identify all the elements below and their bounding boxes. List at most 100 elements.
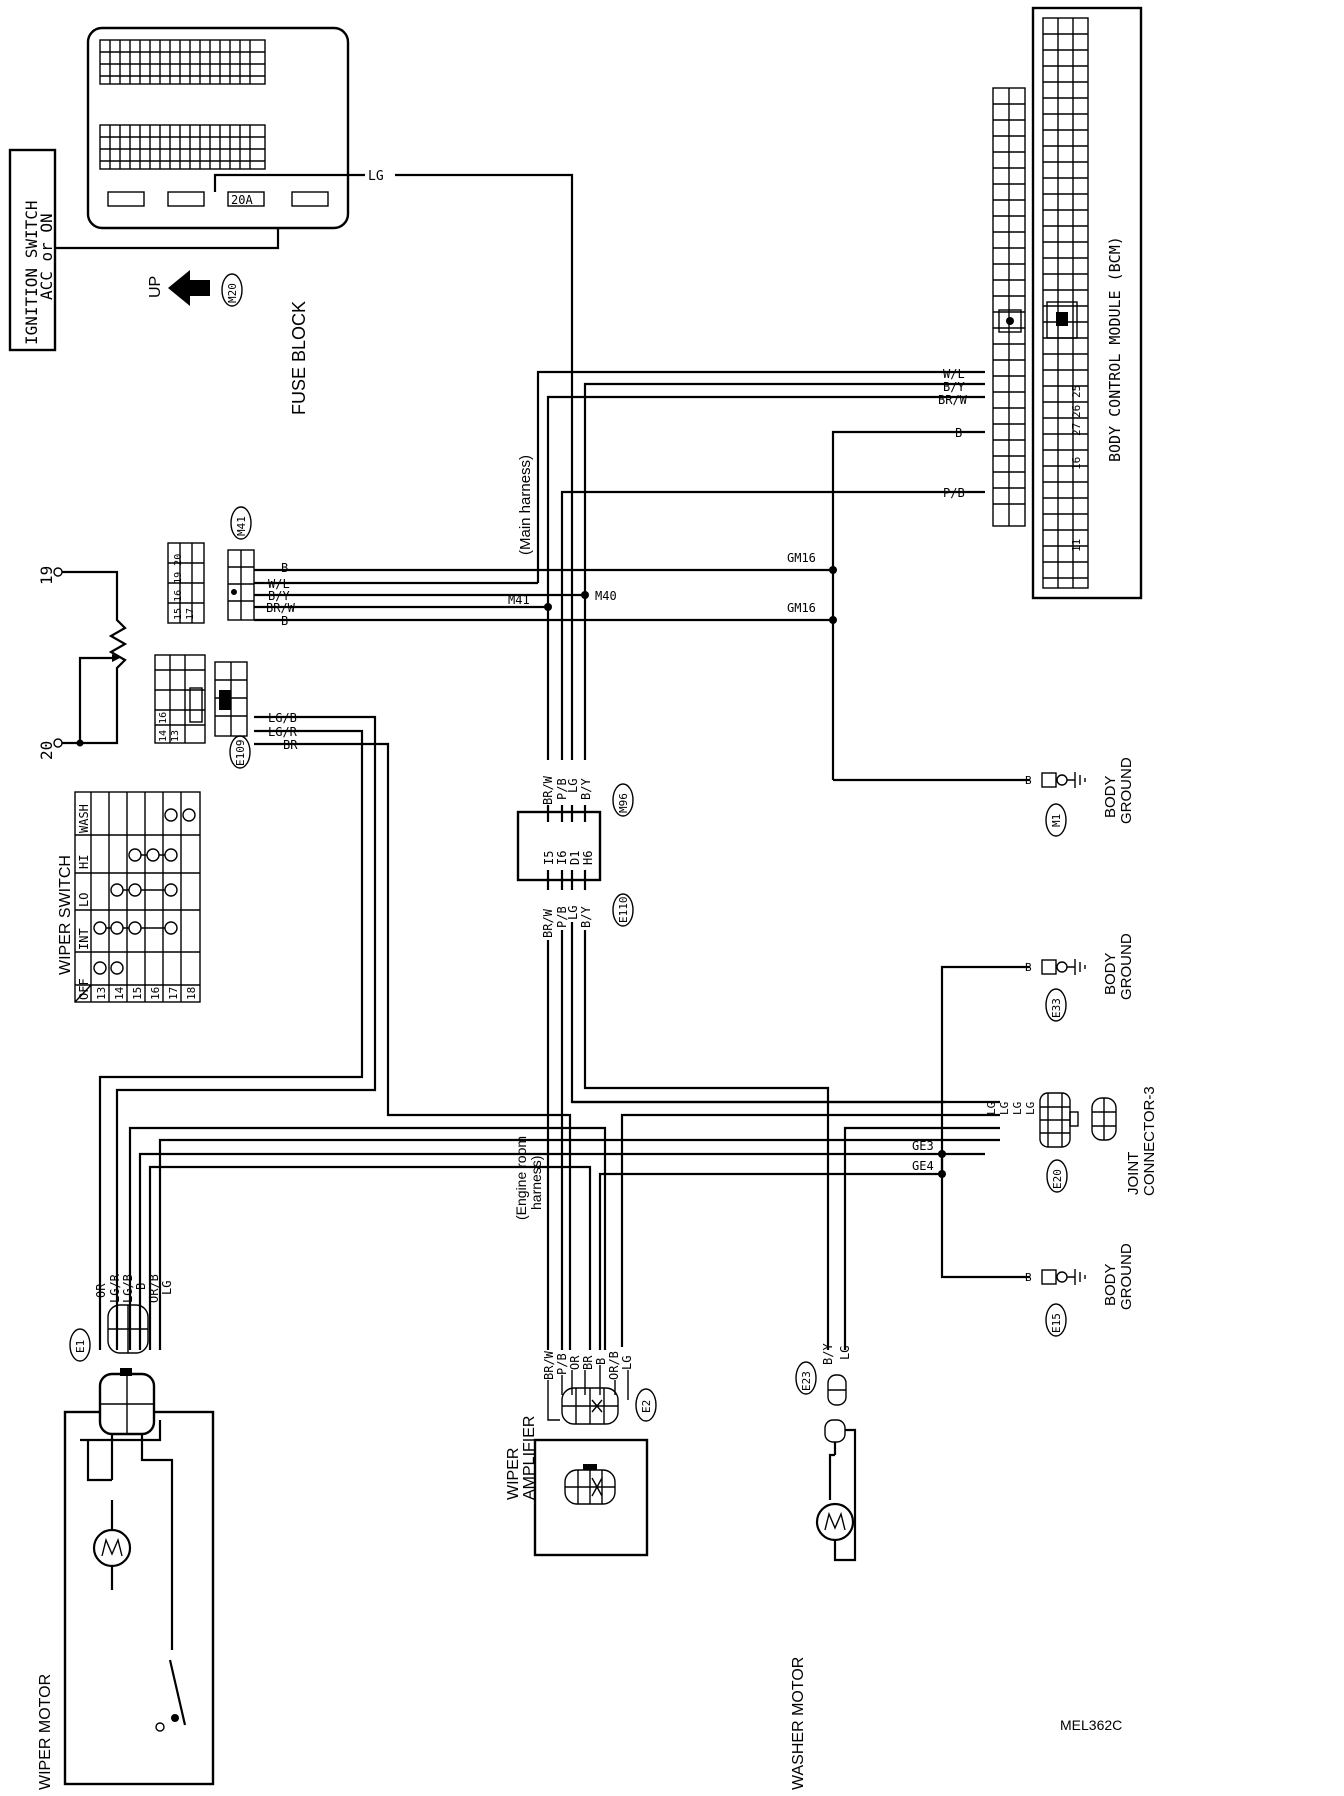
switch-connector-m41-side (167, 542, 255, 624)
fuse-block-label: FUSE BLOCK (289, 301, 309, 415)
wiper-motor (63, 1368, 215, 1786)
jc-lg-3: LG (1011, 1102, 1024, 1115)
pin-h6: H6 (581, 851, 595, 865)
e110-by: B/Y (579, 906, 593, 928)
wire-lg-top-label: LG (368, 169, 384, 184)
e23-label: E23 (800, 1371, 813, 1391)
gm16-label-1: GM16 (787, 551, 816, 565)
e109-label: E109 (234, 740, 247, 767)
ground-m1-label-2: GROUND (1118, 757, 1135, 824)
ground-e33-label-1: BODY (1102, 952, 1119, 995)
switch-by-label: B/Y (268, 589, 290, 603)
switch-br-label: BR (283, 738, 298, 752)
bcm-wl-label: W/L (943, 367, 965, 381)
e33-connector-tag (1045, 988, 1067, 1022)
jc-lg-4: LG (1024, 1102, 1037, 1115)
wiper-motor-label: WIPER MOTOR (37, 1674, 54, 1790)
bcm-pb-label: P/B (943, 486, 965, 500)
pin-i6: I6 (555, 851, 569, 865)
m41-node-label: M41 (508, 593, 530, 607)
wire-ground-e15 (940, 1174, 1030, 1279)
body-control-module (992, 6, 1143, 600)
wire-b-amp (598, 1172, 942, 1350)
e2-pb: P/B (555, 1353, 569, 1375)
ws-row-16: 16 (149, 987, 162, 1000)
fuse-20a-label: 20A (231, 193, 253, 207)
m40-splice (581, 591, 589, 599)
wire-by-engine (583, 930, 830, 1350)
e110-pb: P/B (555, 906, 569, 928)
e2-connector-tag (635, 1388, 657, 1422)
e1-lgr: LG/R (108, 1273, 122, 1303)
wire-ground-e33 (940, 965, 1030, 1174)
e109-switch-pin-13: 13 (170, 730, 181, 742)
m40-node-label: M40 (595, 589, 617, 603)
ws-row-13: 13 (95, 987, 108, 1000)
wire-orb (148, 1165, 592, 1350)
bcm-by-label: B/Y (943, 380, 965, 394)
jc-lg-2: LG (998, 1102, 1011, 1115)
ws-col-hi: HI (77, 855, 91, 869)
joint-connector-e20 (1039, 1092, 1117, 1148)
e23-by: B/Y (821, 1343, 835, 1365)
wire-or (128, 1126, 607, 1350)
washer-motor-icon (815, 1502, 855, 1542)
e110-label: E110 (617, 897, 630, 924)
svg-text:B: B (1025, 774, 1032, 787)
ws-row-15: 15 (131, 987, 144, 1000)
engine-room-label-2: harness) (528, 1156, 544, 1210)
ground-e15 (1041, 1269, 1086, 1285)
svg-text:B: B (1025, 1271, 1032, 1284)
m41-label: M41 (235, 516, 248, 536)
engine-room-label-1: (Engine room (513, 1136, 529, 1220)
switch-lgb-label: LG/B (268, 711, 297, 725)
gm16-splice-2 (829, 616, 837, 624)
e109-connector-tag (229, 735, 251, 769)
wiper-motor-connector-e1 (107, 1304, 149, 1354)
wiper-amplifier-connector-e2 (561, 1387, 619, 1425)
e15-label: E15 (1050, 1313, 1063, 1333)
jc-lg-1: LG (985, 1102, 998, 1115)
e110-lg: LG (566, 906, 580, 920)
wiper-amplifier-label-2: AMPLIFIER (521, 1416, 538, 1500)
wire-wl (536, 370, 985, 583)
ignition-switch-sublabel: ACC or ON (37, 213, 56, 300)
wire-lg-trunk (395, 173, 574, 760)
terminal-20-label: 20 (37, 741, 56, 760)
e33-label: E33 (1050, 998, 1063, 1018)
ws-row-14: 14 (113, 986, 126, 1000)
e2-lg: LG (620, 1356, 634, 1370)
e2-brw: BR/W (542, 1350, 556, 1380)
switch-b-label: B (281, 561, 288, 575)
m41-switch-pin-17: 17 (185, 608, 196, 620)
ge3-label: GE3 (912, 1139, 934, 1153)
switch-wl-label: W/L (268, 577, 290, 591)
washer-motor-connector-e23 (827, 1374, 847, 1406)
e2-b: B (594, 1358, 608, 1365)
pin-d1: D1 (568, 851, 582, 865)
ws-row-17: 17 (167, 987, 180, 1000)
gm16-label-2: GM16 (787, 601, 816, 615)
washer-motor (815, 1419, 857, 1562)
wire-pb (560, 490, 985, 760)
m20-connector-tag (221, 273, 243, 307)
switch-connector-e109-side (154, 654, 248, 744)
pin-i5: I5 (542, 851, 556, 865)
m1-label: M1 (1050, 814, 1063, 827)
wiper-amplifier-label-1: WIPER (505, 1448, 522, 1500)
ge4-label: GE4 (912, 1159, 934, 1173)
m96-connector-tag (612, 783, 634, 817)
e110-brw: BR/W (541, 908, 555, 938)
svg-text:B: B (1025, 961, 1032, 974)
m1-connector-tag (1045, 803, 1067, 837)
e1-connector-tag (69, 1328, 91, 1362)
wiper-switch-table (74, 791, 201, 1003)
washer-motor-label: WASHER MOTOR (790, 1657, 807, 1790)
e2-br: BR (581, 1355, 595, 1370)
wire-by (583, 382, 985, 760)
joint-connector-label-1: JOINT (1125, 1152, 1142, 1195)
switch-brw-label: BR/W (266, 601, 296, 615)
e1-label: E1 (74, 1340, 87, 1353)
wiper-switch-label: WIPER SWITCH (57, 855, 74, 975)
